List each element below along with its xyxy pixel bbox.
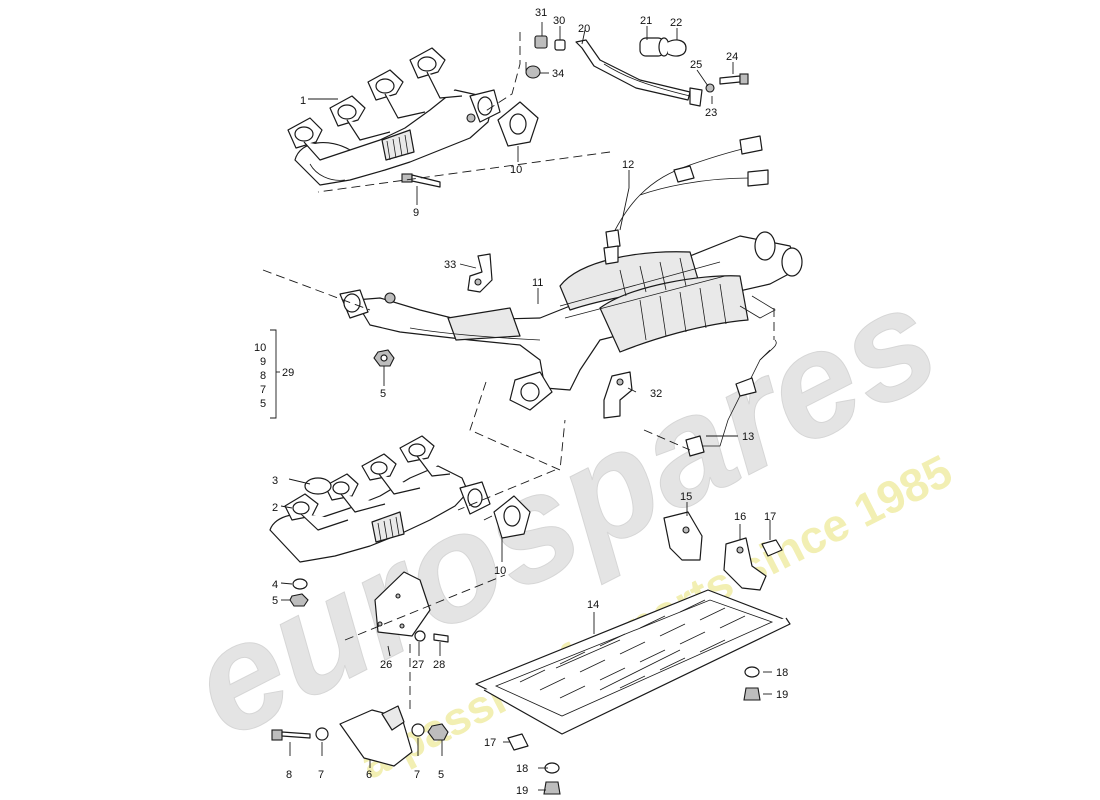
nut-18-bolt-19-right (743, 666, 761, 701)
callout-5-middle: 5 (380, 388, 386, 400)
bracket-16 (723, 537, 767, 591)
callout-19-right: 19 (776, 689, 788, 701)
callout-5-bottom: 5 (438, 769, 444, 781)
bracket-list-9: 9 (260, 356, 266, 368)
callout-15: 15 (680, 491, 692, 503)
bracket-15 (663, 511, 703, 561)
catalytic-converter-assembly (339, 231, 803, 411)
callout-22: 22 (670, 17, 682, 29)
gasket-lower (493, 495, 531, 539)
callout-6: 6 (366, 769, 372, 781)
callout-2: 2 (272, 502, 278, 514)
nut-18-bolt-19-lower (543, 762, 561, 795)
callout-29: 29 (282, 367, 294, 379)
callout-30: 30 (553, 15, 565, 27)
callout-14: 14 (587, 599, 599, 611)
callout-11: 11 (532, 277, 543, 289)
callout-17-lower: 17 (484, 737, 496, 749)
clip-17-upper (761, 539, 783, 557)
bracket-list-10: 10 (254, 342, 266, 354)
callout-3: 3 (272, 475, 278, 487)
callout-16: 16 (734, 511, 746, 523)
bracket-list-7: 7 (260, 384, 266, 396)
washer-4-nut-5 (289, 578, 309, 607)
callout-23: 23 (705, 107, 717, 119)
bracket-list-5: 5 (260, 398, 266, 410)
dashed-reference-lines (262, 32, 775, 710)
underbody-tray-14 (475, 589, 791, 735)
callout-34: 34 (552, 68, 564, 80)
callout-25: 25 (690, 59, 702, 71)
callout-labels: 1 2 3 4 5 5 5 6 7 7 8 9 10 10 11 12 13 1… (254, 7, 788, 797)
callout-17-upper: 17 (764, 511, 776, 523)
callout-8: 8 (286, 769, 292, 781)
callout-5-lower-left: 5 (272, 595, 278, 607)
callout-18-lower: 18 (516, 763, 528, 775)
callout-31: 31 (535, 7, 547, 19)
callout-4: 4 (272, 579, 278, 591)
bolt-9 (401, 173, 441, 188)
callout-10-lower: 10 (494, 565, 506, 577)
bracket-33 (467, 253, 493, 293)
oxygen-sensor-12 (603, 135, 769, 265)
bracket-32 (603, 371, 633, 419)
sensor-13 (685, 339, 777, 457)
exhaust-manifold-upper (287, 47, 501, 186)
callout-21: 21 (640, 15, 652, 27)
gasket-3 (304, 477, 332, 495)
clip-17-lower (507, 733, 529, 751)
heat-shield-6 (271, 705, 449, 767)
gasket-upper (497, 101, 539, 147)
callout-32: 32 (650, 388, 662, 400)
callout-12: 12 (622, 159, 634, 171)
callout-7-left: 7 (318, 769, 324, 781)
callout-10-upper: 10 (510, 164, 522, 176)
callout-27: 27 (412, 659, 424, 671)
callout-20: 20 (578, 23, 590, 35)
callout-18-right: 18 (776, 667, 788, 679)
callout-7-right: 7 (414, 769, 420, 781)
callout-13: 13 (742, 431, 754, 443)
bracket-list-8: 8 (260, 370, 266, 382)
pipe-20-assembly (525, 35, 749, 107)
callout-28: 28 (433, 659, 445, 671)
heat-shield-26 (374, 571, 449, 643)
leader-lines (280, 22, 772, 791)
callout-9: 9 (413, 207, 419, 219)
callout-19-lower: 19 (516, 785, 528, 797)
callout-24: 24 (726, 51, 738, 63)
callout-1: 1 (300, 95, 306, 107)
nut-5-middle (373, 349, 395, 367)
exhaust-manifold-lower (269, 435, 491, 563)
callout-33: 33 (444, 259, 456, 271)
group-bracket-29 (270, 329, 280, 419)
callout-26: 26 (380, 659, 392, 671)
